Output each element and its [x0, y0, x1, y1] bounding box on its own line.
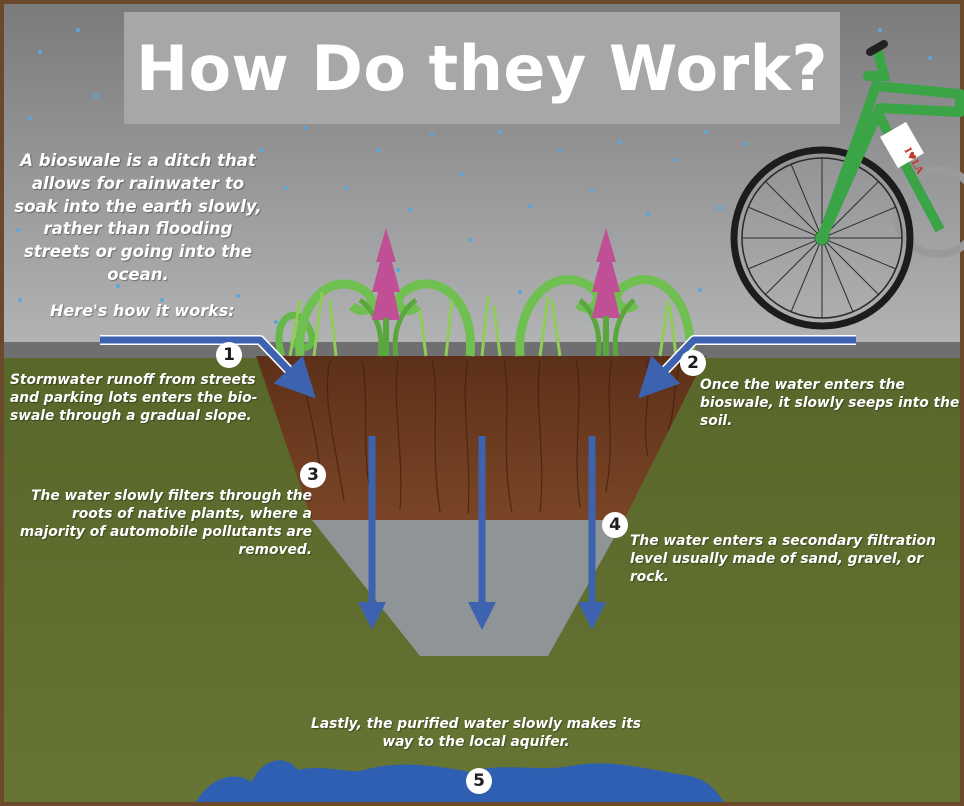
title-banner: How Do they Work? [124, 12, 840, 124]
how-it-works-label: Here's how it works: [50, 301, 235, 320]
step-4-badge: 4 [602, 512, 628, 538]
step-2-text: Once the water enters the bioswale, it s… [700, 377, 960, 429]
step-2-badge: 2 [680, 350, 706, 376]
step-3-badge: 3 [300, 462, 326, 488]
bicycle [730, 40, 964, 330]
step-1-badge: 1 [216, 342, 242, 368]
page-title: How Do they Work? [136, 31, 828, 105]
step-4-text: The water enters a secondary filtration … [630, 533, 936, 585]
step-3-text: The water slowly filters through the roo… [19, 488, 312, 558]
step-1-text: Stormwater runoff from streets and parki… [10, 372, 258, 424]
plant-roots [299, 359, 681, 515]
intro-text: A bioswale is a ditch that allows for ra… [14, 151, 262, 284]
aquifer-water [196, 760, 724, 802]
step-5-text: Lastly, the purified water slowly makes … [311, 716, 641, 750]
flow-arrows [100, 335, 856, 630]
rain-drops [16, 28, 946, 324]
step-5-badge: 5 [466, 768, 492, 794]
native-plants [275, 228, 695, 358]
gravel-layer [312, 520, 624, 656]
